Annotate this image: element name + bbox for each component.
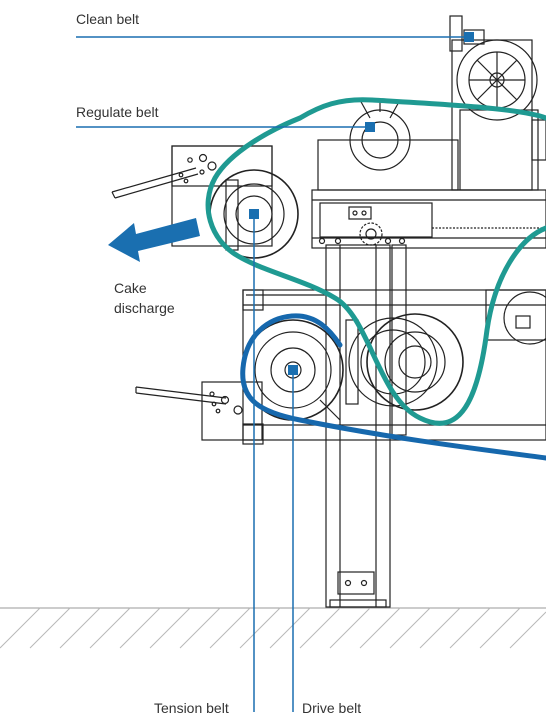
clean-belt-label: Clean belt [76, 11, 140, 27]
cake-discharge-label-line2: discharge [114, 300, 175, 316]
drive-belt-marker [288, 365, 298, 375]
ground-hatch [0, 607, 546, 649]
tension-belt-marker [249, 209, 259, 219]
clean-belt-marker [464, 32, 474, 42]
cake-discharge-arrow [108, 218, 200, 262]
cake-discharge-label-line1: Cake [114, 280, 147, 296]
drive-belt-label: Drive belt [302, 700, 362, 716]
regulate-belt-label: Regulate belt [76, 104, 159, 120]
regulate-belt-marker [365, 122, 375, 132]
teal-belt [205, 97, 546, 426]
leader-lines [76, 36, 468, 712]
tension-belt-label: Tension belt [154, 700, 229, 716]
blue-belt [240, 313, 546, 461]
